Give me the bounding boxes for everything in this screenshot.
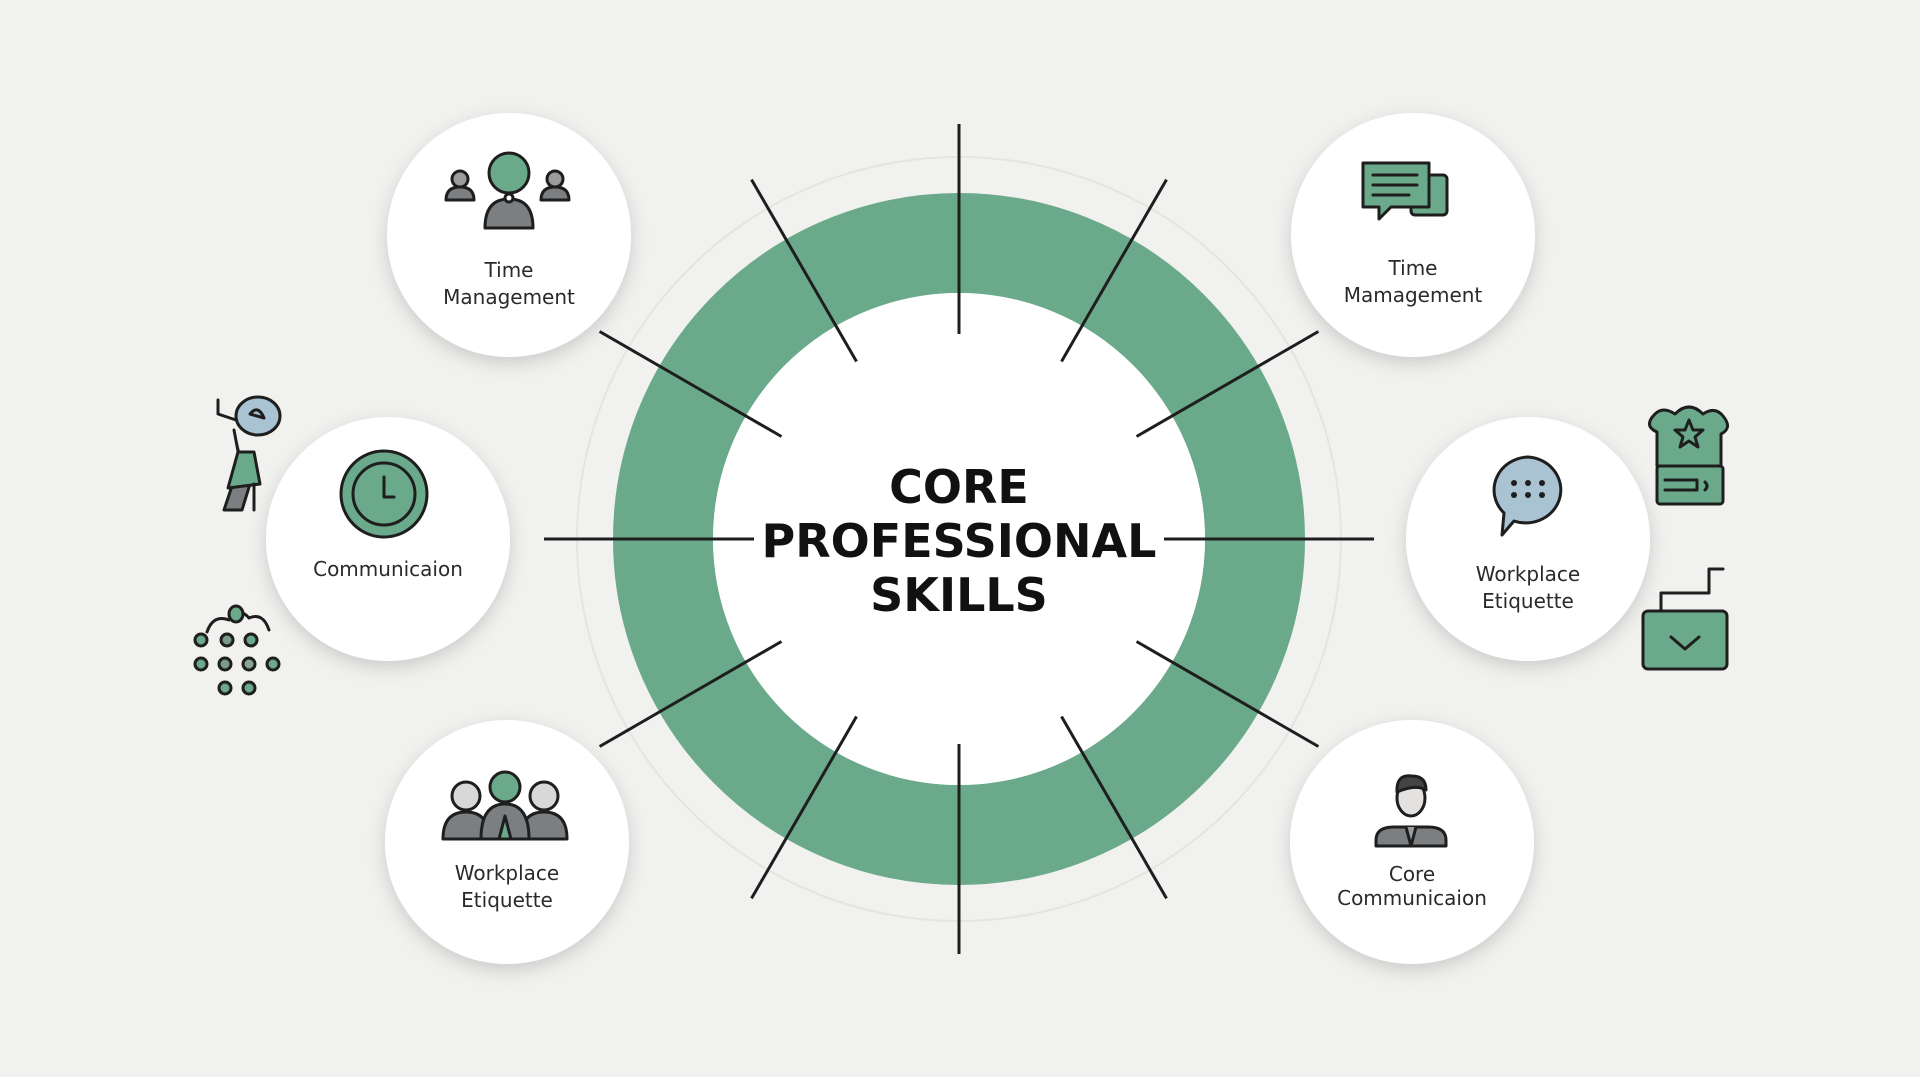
node-label-line-2: Etiquette (1482, 589, 1574, 613)
spoke-line (1135, 640, 1320, 748)
group-icon (441, 770, 569, 841)
spoke-line (1060, 178, 1168, 363)
spoke-line (598, 640, 783, 748)
skill-node-communicaion[interactable]: Communicaion (266, 417, 510, 661)
title-line-1: CORE (889, 460, 1029, 514)
node-label-line-1: Workplace (1476, 562, 1580, 586)
node-label-line-1: Time (1388, 256, 1438, 280)
node-label-line-2: Communicaion (1337, 886, 1487, 910)
title-line-3: SKILLS (870, 568, 1048, 622)
node-label-line-1: Time (484, 258, 534, 282)
network-dots-icon (193, 604, 281, 696)
person-with-megaphone-icon (216, 395, 282, 512)
node-label-line-2: Management (443, 285, 575, 309)
skill-node-workplace-etiquette-2[interactable]: Workplace Etiquette (385, 720, 629, 964)
node-label-line-1: Workplace (455, 861, 559, 885)
core-center (713, 293, 1205, 785)
spoke-line (598, 330, 783, 438)
node-label: Communicaion (313, 557, 463, 581)
chef-badge-icon (1648, 405, 1729, 506)
spoke-line (1135, 330, 1320, 438)
node-label-line-1: Core (1389, 862, 1435, 886)
spoke-line (750, 178, 858, 363)
spokes (544, 124, 1374, 954)
folder-check-icon (1641, 567, 1729, 671)
node-label-line-2: Etiquette (461, 888, 553, 912)
skill-node-time-mamagement[interactable]: Time Mamagement (1291, 113, 1535, 357)
spoke-line (750, 715, 858, 900)
skill-node-time-management[interactable]: Time Management (387, 113, 631, 357)
spoke-line (1060, 715, 1168, 900)
businessman-icon (1374, 774, 1448, 848)
node-label-line-2: Mamagement (1344, 283, 1483, 307)
team-icon (444, 151, 571, 230)
speech-bubble-icon (1492, 455, 1563, 537)
skill-node-workplace-etiquette[interactable]: Workplace Etiquette (1406, 417, 1650, 661)
skill-node-core-communicaion[interactable]: Core Communicaion (1290, 720, 1534, 964)
title-line-2: PROFESSIONAL (762, 514, 1157, 568)
chat-icon (1361, 161, 1449, 221)
clock-icon (339, 449, 429, 539)
